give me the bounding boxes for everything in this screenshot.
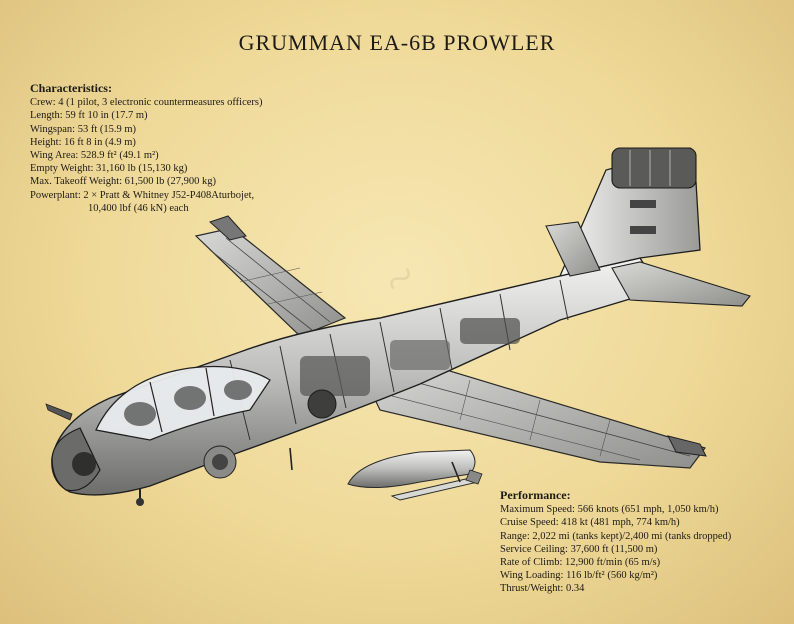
spec-line-powerplant-cont: 10,400 lbf (46 kN) each	[88, 202, 189, 214]
spec-line-max-takeoff-weight: Max. Takeoff Weight: 61,500 lb (27,900 k…	[30, 176, 216, 188]
horizontal-stabilizer	[545, 221, 751, 307]
spec-line-height: Height: 16 ft 8 in (4.9 m)	[30, 136, 136, 148]
spec-line-wing-area: Wing Area: 528.9 ft² (49.1 m²)	[30, 150, 159, 162]
perf-line-range: Range: 2,022 mi (tanks kept)/2,400 mi (t…	[500, 530, 732, 542]
drop-tank	[347, 449, 476, 489]
perf-line-wing-loading: Wing Loading: 116 lb/ft² (560 kg/m²)	[500, 570, 658, 582]
spec-line-empty-weight: Empty Weight: 31,160 lb (15,130 kg)	[30, 163, 188, 175]
characteristics-panel: Characteristics: Crew: 4 (1 pilot, 3 ele…	[30, 81, 263, 215]
lower-wing	[359, 361, 707, 469]
perf-line-max-speed: Maximum Speed: 566 knots (651 mph, 1,050…	[500, 504, 719, 516]
missile	[390, 469, 483, 501]
spec-line-crew: Crew: 4 (1 pilot, 3 electronic counterme…	[30, 97, 263, 109]
fuselage	[51, 257, 662, 496]
perf-line-thrust-weight: Thrust/Weight: 0.34	[500, 583, 585, 595]
cockpit-canopy	[95, 365, 271, 441]
perf-line-cruise-speed: Cruise Speed: 418 kt (481 mph, 774 km/h)	[500, 517, 680, 529]
landing-gear	[136, 447, 461, 506]
perf-line-service-ceiling: Service Ceiling: 37,600 ft (11,500 m)	[500, 543, 658, 555]
performance-heading: Performance:	[500, 488, 571, 502]
spec-line-length: Length: 59 ft 10 in (17.7 m)	[30, 110, 148, 122]
spec-line-wingspan: Wingspan: 53 ft (15.9 m)	[30, 123, 137, 135]
poster-title: GRUMMAN EA-6B PROWLER	[238, 30, 556, 55]
performance-panel: Performance: Maximum Speed: 566 knots (6…	[500, 488, 732, 596]
perf-line-rate-of-climb: Rate of Climb: 12,900 ft/min (65 m/s)	[500, 557, 661, 569]
characteristics-heading: Characteristics:	[30, 81, 112, 95]
vertical-tail	[558, 147, 701, 277]
spec-line-powerplant: Powerplant: 2 × Pratt & Whitney J52-P408…	[30, 189, 255, 201]
nose-radome	[45, 403, 101, 492]
upper-wing	[194, 215, 347, 337]
